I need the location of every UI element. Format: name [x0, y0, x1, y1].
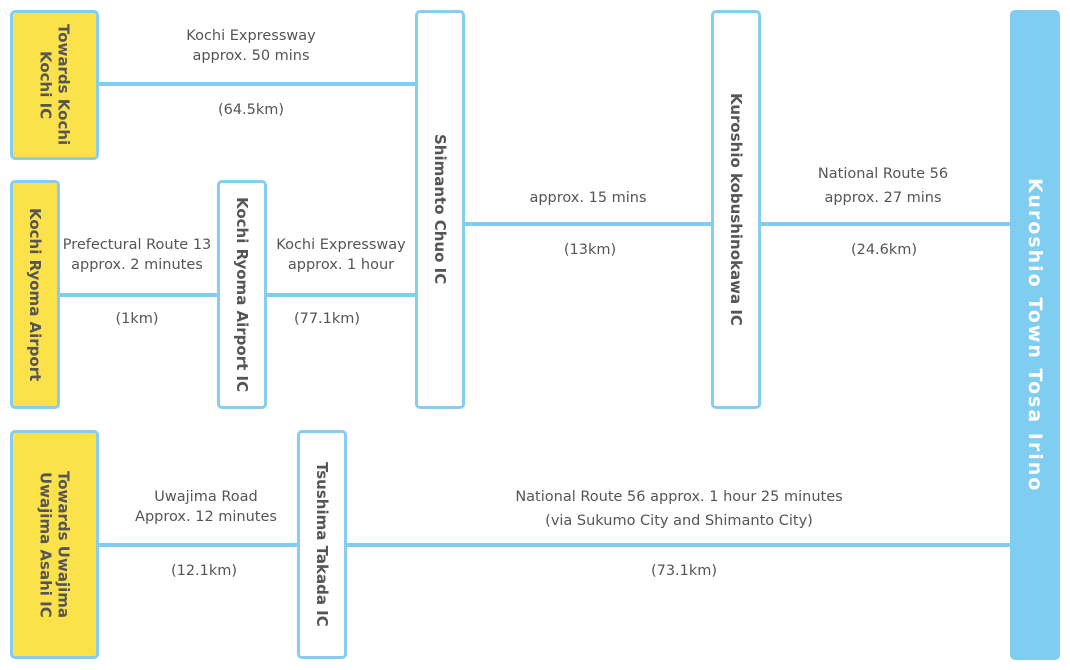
line-tsushima-to-destination: [344, 543, 1012, 547]
origin-kochi-ic: Towards Kochi Kochi IC: [10, 10, 99, 160]
node-shimanto-chuo-ic: Shimanto Chuo IC: [415, 10, 465, 409]
kuroshio-route-time: approx. 27 mins: [824, 190, 942, 206]
line-kochi-to-shimanto: [96, 82, 418, 86]
shimanto-route-time: approx. 15 mins: [529, 190, 647, 206]
node-tsushima-label: Tsushima Takada IC: [313, 462, 331, 627]
origin-uwajima-text: Towards Uwajima Uwajima Asahi IC: [37, 471, 73, 618]
uwajima-route-distance: (12.1km): [170, 563, 238, 579]
kochi-route-name: Kochi Expressway: [186, 28, 316, 44]
tsushima-route-distance: (73.1km): [650, 563, 718, 579]
line-kuroshio-ic-to-destination: [758, 222, 1012, 226]
kochi-route-label: Kochi Expressway approx. 50 mins: [186, 26, 315, 66]
kuroshio-route-label: National Route 56 approx. 27 mins: [818, 164, 948, 208]
node-kuroshio-kobushinokawa-ic: Kuroshio kobushinokawa IC: [711, 10, 761, 409]
tsushima-route-label: National Route 56 approx. 1 hour 25 minu…: [515, 487, 842, 531]
airport-route-label: Prefectural Route 13 approx. 2 minutes: [63, 235, 212, 275]
airport-ic-route-distance: (77.1km): [293, 311, 361, 327]
airport-ic-route-name: Kochi Expressway: [276, 237, 406, 253]
airport-route-name: Prefectural Route 13: [62, 237, 212, 253]
tsushima-route-name: National Route 56 approx. 1 hour 25 minu…: [515, 489, 843, 505]
airport-route-distance: (1km): [115, 311, 159, 327]
uwajima-route-label: Uwajima Road Approx. 12 minutes: [135, 487, 277, 527]
shimanto-route-distance: (13km): [563, 242, 617, 258]
node-shimanto-chuo-label: Shimanto Chuo IC: [431, 134, 449, 285]
origin-kochi-ryoma-airport: Kochi Ryoma Airport: [10, 180, 60, 409]
kuroshio-route-distance: (24.6km): [850, 242, 918, 258]
tsushima-route-via: (via Sukumo City and Shimanto City): [545, 513, 813, 529]
airport-route-time: approx. 2 minutes: [71, 257, 203, 273]
origin-kochi-text: Towards Kochi Kochi IC: [37, 24, 73, 145]
node-kuroshio-ic-label: Kuroshio kobushinokawa IC: [727, 93, 745, 326]
origin-uwajima-line1: Towards Uwajima: [54, 470, 73, 618]
origin-uwajima-asahi-ic: Towards Uwajima Uwajima Asahi IC: [10, 430, 99, 659]
node-tsushima-takada-ic: Tsushima Takada IC: [297, 430, 347, 659]
origin-airport-label: Kochi Ryoma Airport: [26, 207, 44, 382]
line-airport-ic-to-shimanto: [264, 293, 418, 297]
origin-uwajima-line2: Uwajima Asahi IC: [36, 471, 55, 618]
origin-kochi-line1: Towards Kochi: [54, 24, 73, 146]
kuroshio-route-name: National Route 56: [817, 166, 949, 182]
destination-label: Kuroshio Town Tosa Irino: [1024, 177, 1046, 493]
uwajima-route-name: Uwajima Road: [154, 489, 258, 505]
airport-ic-route-time: approx. 1 hour: [287, 257, 395, 273]
node-airport-ic-label: Kochi Ryoma Airport IC: [233, 196, 251, 393]
line-shimanto-to-kuroshio-ic: [462, 222, 714, 226]
destination-kuroshio-town-tosa-irino: Kuroshio Town Tosa Irino: [1010, 10, 1060, 660]
kochi-route-distance: (64.5km): [217, 102, 285, 118]
airport-ic-route-label: Kochi Expressway approx. 1 hour: [276, 235, 405, 275]
uwajima-route-time: Approx. 12 minutes: [135, 509, 277, 525]
origin-kochi-line2: Kochi IC: [36, 50, 55, 120]
kochi-route-time: approx. 50 mins: [192, 48, 310, 64]
node-kochi-ryoma-airport-ic: Kochi Ryoma Airport IC: [217, 180, 267, 409]
line-airport-to-airport-ic: [57, 293, 220, 297]
line-uwajima-to-tsushima: [96, 543, 300, 547]
